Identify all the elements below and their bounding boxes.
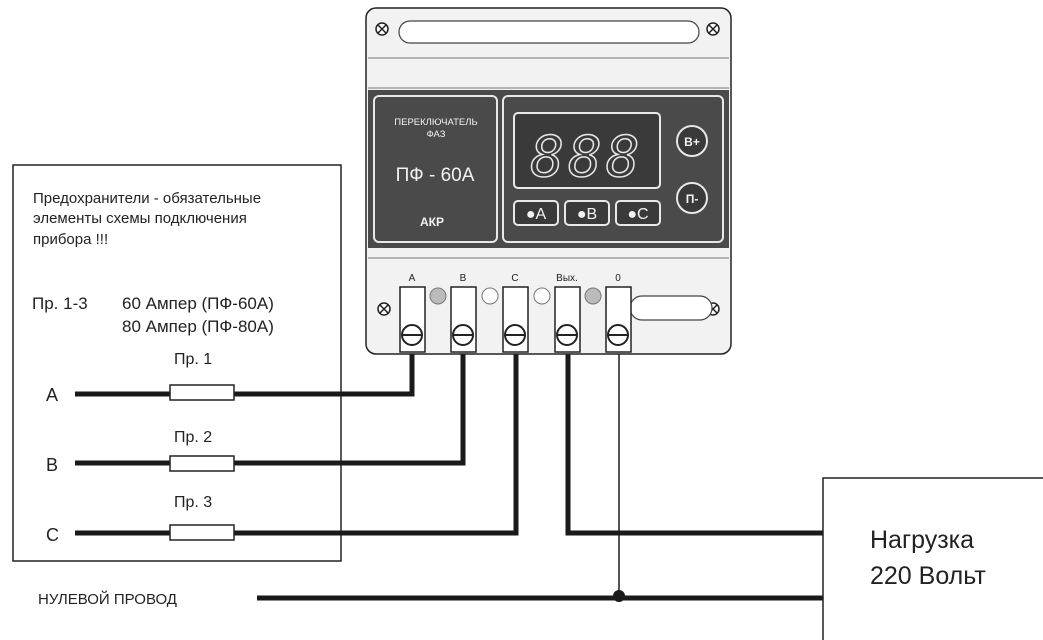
led-a-indicator: ●A (513, 200, 559, 226)
button-up[interactable]: В+ (676, 125, 708, 157)
screw-top-left-icon (375, 22, 389, 36)
terminal-zero (605, 286, 632, 353)
button-up-label: В+ (684, 135, 700, 149)
load-voltage: 220 Вольт (870, 562, 986, 590)
fuse-rating-prefix: Пр. 1-3 (32, 294, 88, 313)
neutral-junction (613, 590, 625, 602)
fuse-3-label: Пр. 3 (174, 494, 212, 511)
terminal-zero-label: 0 (615, 273, 621, 284)
led-b-indicator: ●B (564, 200, 610, 226)
load-name: Нагрузка (870, 526, 974, 554)
indicator-dot-3 (533, 287, 551, 305)
fuse-2-label: Пр. 2 (174, 429, 212, 446)
terminal-b-label: B (460, 273, 467, 284)
screw-bottom-left-icon (377, 302, 391, 316)
terminal-out (554, 286, 581, 353)
indicator-dot-1 (429, 287, 447, 305)
terminal-b (450, 286, 477, 353)
phase-switch-device: ПЕРЕКЛЮЧАТЕЛЬ ФАЗ ПФ - 60А АКР 888 ●A ●B… (365, 7, 732, 355)
led-c-label: ●C (627, 206, 648, 223)
phase-c-label: C (46, 525, 59, 545)
led-a-label: ●A (526, 206, 547, 223)
button-down[interactable]: П- (676, 182, 708, 214)
device-title-line-1: ПЕРЕКЛЮЧАТЕЛЬ (394, 117, 477, 128)
wire-phase-a (75, 352, 415, 397)
wire-phase-b (75, 352, 466, 466)
fuse-1-label: Пр. 1 (174, 351, 212, 368)
control-frame (502, 95, 724, 243)
title-frame (373, 95, 498, 243)
terminal-a-label: A (409, 273, 416, 284)
fuse-1 (169, 384, 235, 401)
fuse-3 (169, 524, 235, 541)
phase-b-label: B (46, 455, 58, 475)
lcd-display (513, 112, 661, 189)
wire-output (565, 352, 823, 536)
note-line-1: Предохранители - обязательные (33, 190, 261, 207)
note-line-2: элементы схемы подключения (33, 210, 247, 227)
led-b-label: ●B (577, 206, 597, 223)
load-box (822, 477, 1043, 640)
device-title-line-2: ФАЗ (427, 129, 446, 140)
wire-phase-c (75, 352, 519, 536)
button-down-label: П- (686, 192, 699, 206)
screw-top-right-icon (706, 22, 720, 36)
fuse-rating-60: 60 Ампер (ПФ-60А) (122, 294, 274, 313)
top-slot (398, 20, 700, 44)
neutral-label: НУЛЕВОЙ ПРОВОД (38, 590, 177, 608)
note-box (12, 164, 342, 562)
phase-a-label: A (46, 385, 58, 405)
terminal-out-label: Вых. (556, 273, 578, 284)
indicator-dot-4 (584, 287, 602, 305)
lcd-digits: 888 (530, 125, 643, 190)
led-c-indicator: ●C (615, 200, 661, 226)
bottom-slot (629, 295, 713, 321)
fuse-rating-80: 80 Ампер (ПФ-80А) (122, 317, 274, 336)
indicator-dot-2 (481, 287, 499, 305)
terminal-c (502, 286, 529, 353)
brand-logo: АКР (420, 215, 444, 229)
note-line-3: прибора !!! (33, 231, 108, 248)
terminal-a (399, 286, 426, 353)
terminal-c-label: C (511, 273, 518, 284)
device-model: ПФ - 60А (396, 165, 475, 186)
fuse-2 (169, 455, 235, 472)
